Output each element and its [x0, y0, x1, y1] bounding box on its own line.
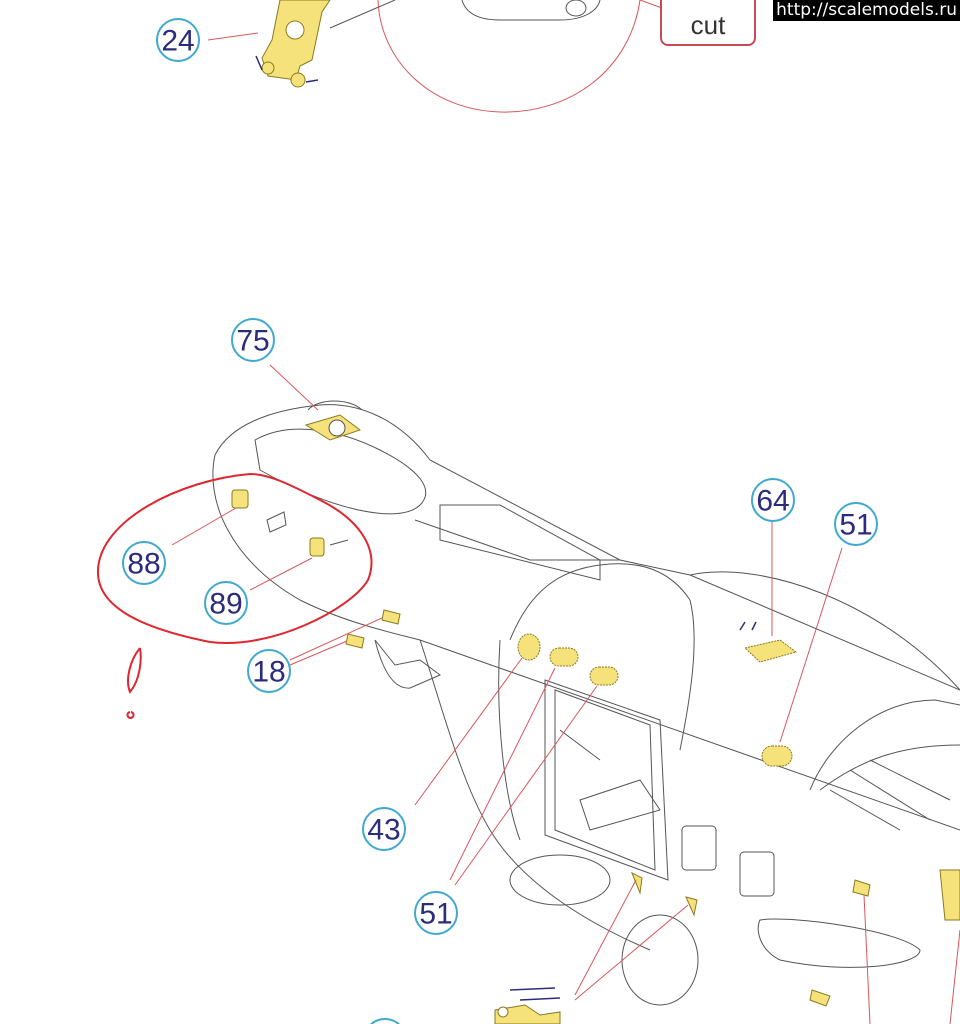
svg-text:51: 51: [839, 509, 872, 542]
callout-43: 43: [362, 807, 406, 851]
svg-text:89: 89: [209, 588, 242, 621]
callout-18: 18: [247, 649, 291, 693]
detail-circle: [377, 0, 641, 113]
part-18b: [345, 633, 365, 649]
part-43: [517, 633, 541, 661]
detail-leader: [639, 0, 663, 9]
cut-note: cut: [660, 0, 756, 46]
cut-label: cut: [690, 10, 726, 40]
part-18a: [381, 609, 401, 625]
photoetch-parts: [231, 414, 960, 1024]
bottom-bracket: [494, 1004, 561, 1024]
callout-75: 75: [231, 318, 275, 362]
svg-text:51: 51: [419, 898, 452, 931]
callout-24: 24: [156, 18, 200, 62]
part-51b: [589, 666, 619, 686]
part-88: [231, 489, 249, 509]
leader-lines: [171, 364, 960, 1024]
part-51c: [761, 745, 793, 767]
callout-partial: [369, 1018, 401, 1024]
svg-text:24: 24: [161, 25, 194, 58]
part-24-bracket: [255, 0, 331, 88]
part-64: [743, 639, 798, 663]
callout-89: 89: [204, 581, 248, 625]
svg-text:88: 88: [127, 548, 160, 581]
leader-24: [207, 32, 259, 41]
part-89: [309, 537, 325, 557]
svg-text:18: 18: [252, 656, 285, 689]
callout-88: 88: [122, 541, 166, 585]
helicopter-fuselage: [212, 400, 960, 1006]
part-51a: [549, 647, 579, 667]
callout-64: 64: [751, 478, 795, 522]
wheel: [329, 0, 601, 29]
svg-text:43: 43: [367, 814, 400, 847]
watermark: http://scalemodels.ru: [773, 0, 960, 21]
highlight-scribble: [96, 472, 373, 719]
svg-text:75: 75: [236, 325, 269, 358]
svg-text:64: 64: [756, 485, 789, 518]
callout-51-top: 51: [834, 502, 878, 546]
callout-51-bottom: 51: [414, 891, 458, 935]
